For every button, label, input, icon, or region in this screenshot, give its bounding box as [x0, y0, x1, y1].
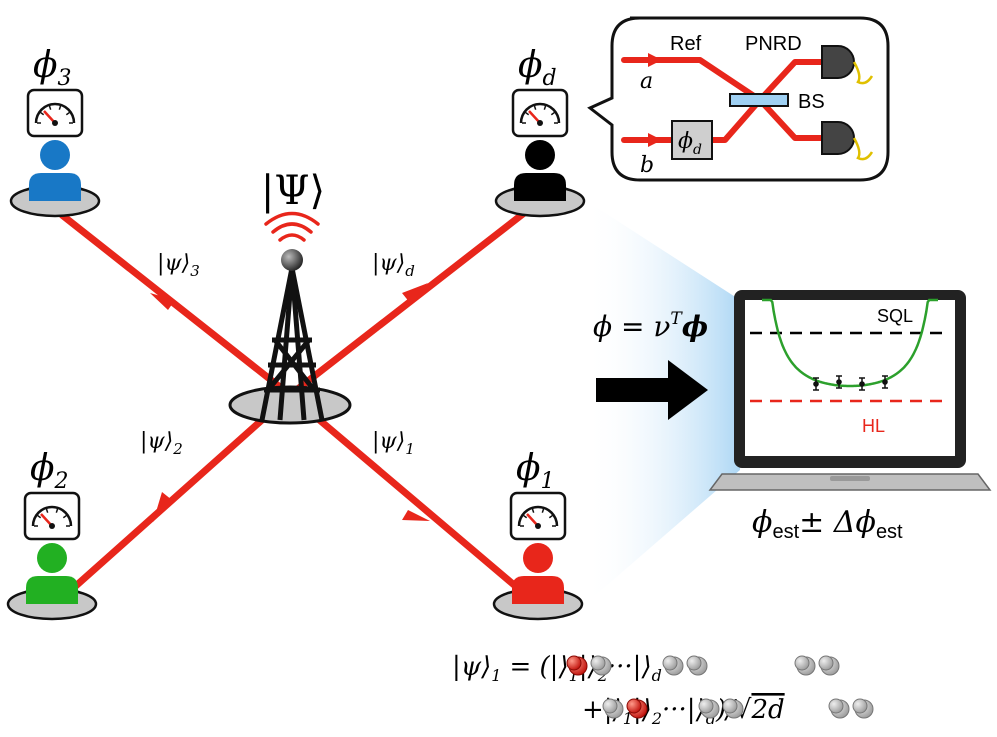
state-label-d: |ψ⟩d: [372, 251, 415, 280]
interferometer-inset: Ref PNRD BS a b ϕd: [587, 16, 890, 182]
state-label-2: |ψ⟩2: [140, 429, 183, 458]
mode-pair-d-line1: [794, 655, 840, 676]
phase-label-1: ϕ1: [516, 448, 555, 494]
gauge-icon: [23, 491, 81, 541]
data-point: [836, 375, 842, 389]
port-a-label: a: [640, 69, 653, 94]
link-arrows: [150, 283, 430, 522]
person-icon: [512, 543, 564, 604]
ref-label: Ref: [670, 33, 702, 55]
bs-label: BS: [798, 91, 825, 113]
arrow-to-node-2: [153, 492, 172, 522]
broadcast-tower-icon: [228, 211, 352, 425]
phase-shifter-box: [671, 120, 713, 160]
link-node-2: [56, 391, 294, 604]
mode-pair-2-line1: [662, 655, 708, 676]
link-node-1: [286, 391, 524, 594]
inset-arrow-b: [648, 133, 662, 147]
node-d: ϕd: [494, 45, 586, 218]
mode-pair-d-line2: [828, 698, 874, 719]
phase-label-2: ϕ2: [30, 448, 69, 494]
pnrd-label: PNRD: [745, 33, 802, 55]
mode-pair-2-line2: [698, 698, 744, 719]
link-node-3: [58, 211, 294, 399]
mode-pair-1-line2: [602, 698, 648, 719]
data-point: [813, 377, 819, 391]
photon-balls: [566, 655, 874, 719]
detector-top: [821, 45, 874, 85]
source-state-symbol: |Ψ⟩: [261, 168, 325, 214]
estimate-output: ϕest± Δϕest: [752, 505, 903, 543]
person-icon: [29, 140, 81, 201]
link-node-d: [286, 206, 532, 399]
node-1: ϕ1: [492, 448, 584, 621]
beam-splitter: [729, 93, 789, 107]
person-icon: [26, 543, 78, 604]
hl-label: HL: [862, 416, 885, 436]
sensitivity-curve: [762, 298, 938, 388]
person-icon: [514, 140, 566, 201]
node-2: ϕ2: [6, 448, 98, 621]
node-3: ϕ3: [9, 45, 101, 218]
arrow-to-node-3: [150, 293, 175, 310]
gauge-icon: [26, 88, 84, 138]
state-label-1: |ψ⟩1: [372, 429, 415, 458]
port-b-label: b: [640, 153, 654, 178]
nodes-layer: ϕ3 ϕd ϕ2 ϕ1: [6, 45, 586, 621]
state-label-3: |ψ⟩3: [157, 251, 200, 280]
mode-pair-1-line1: [566, 655, 612, 676]
laptop-icon: [708, 290, 992, 491]
gauge-icon: [511, 88, 569, 138]
arrow-to-node-1: [402, 510, 430, 521]
sql-label: SQL: [877, 306, 913, 326]
arrow-to-node-d: [402, 283, 428, 303]
estimator-arrow: [596, 360, 708, 420]
inset-arrow-a: [648, 53, 662, 67]
network-links: [56, 206, 532, 604]
data-point: [859, 377, 865, 391]
estimator-formula: ϕ = νTϕ: [593, 309, 708, 343]
sensitivity-plot: [750, 298, 950, 403]
data-point: [882, 375, 888, 389]
equation-line-1: |ψ⟩1= (|⟩1|⟩2···|⟩d: [452, 652, 662, 685]
detector-bottom: [821, 121, 874, 161]
phase-shifter-label: ϕd: [678, 129, 702, 158]
phase-label-3: ϕ3: [33, 45, 72, 91]
phase-label-d: ϕd: [518, 45, 557, 91]
gauge-icon: [509, 491, 567, 541]
